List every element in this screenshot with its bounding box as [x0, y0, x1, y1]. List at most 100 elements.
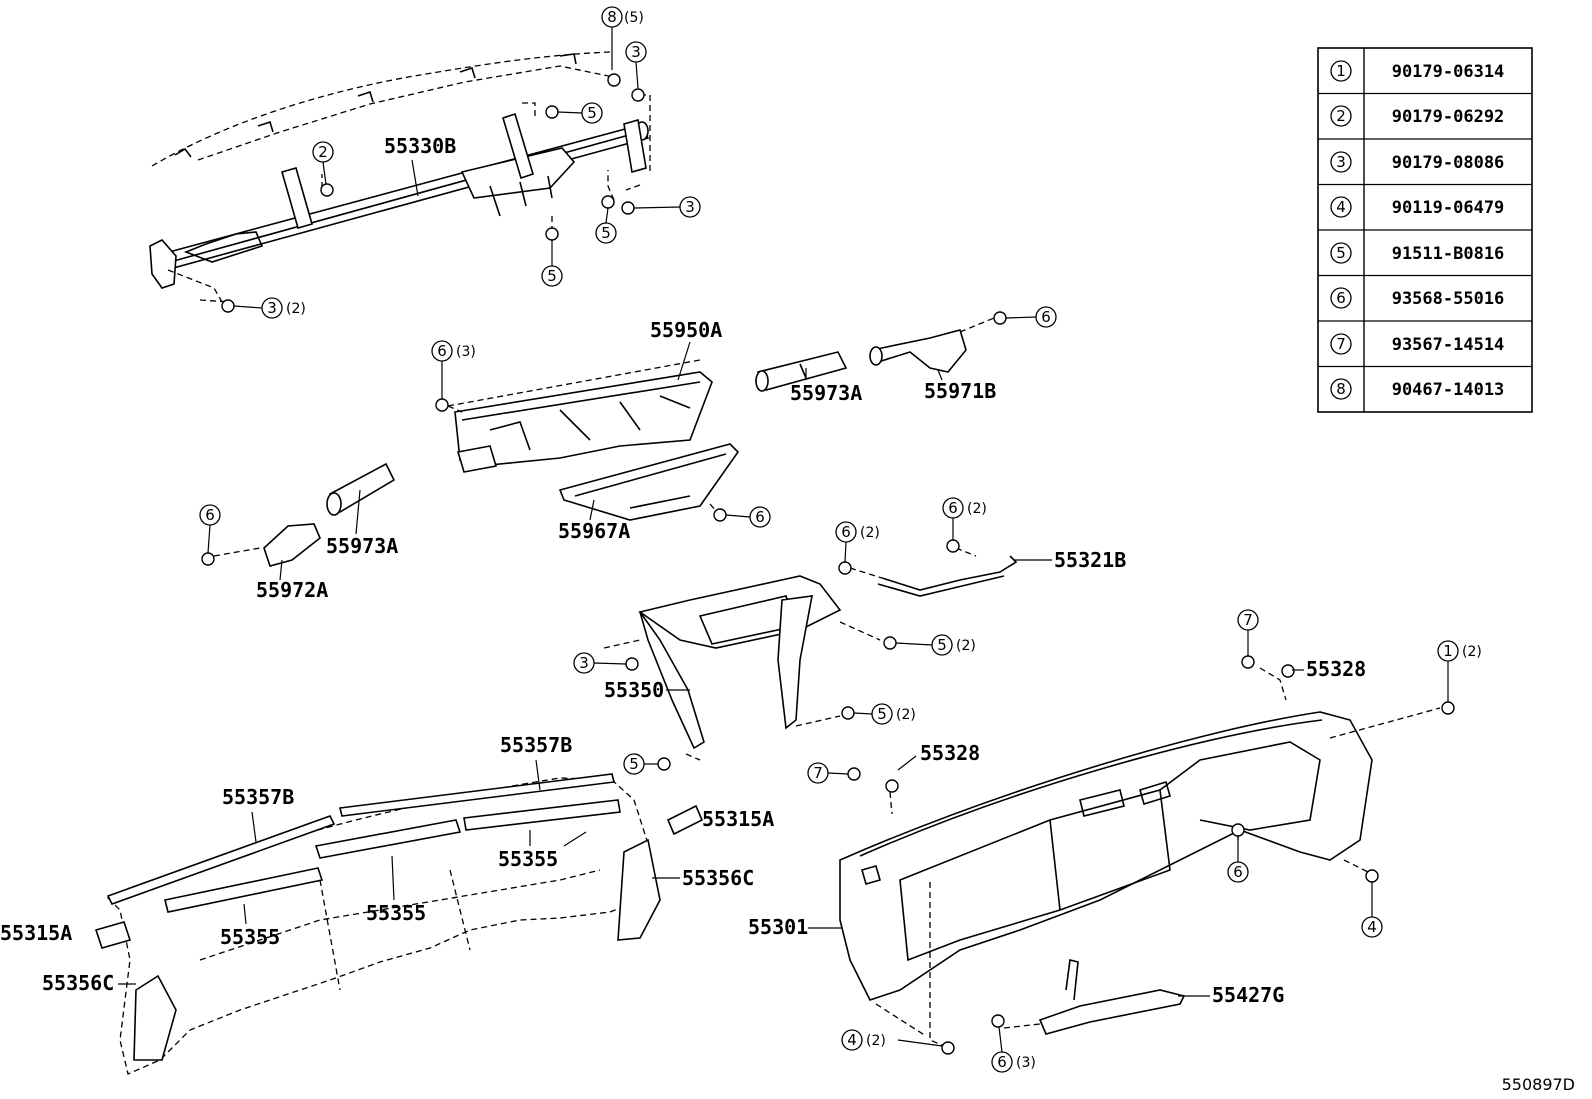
table-row-num: 7 — [1336, 335, 1346, 353]
part-label-55328-mid: 55328 — [920, 741, 980, 765]
callout-qty: (5) — [624, 10, 644, 26]
table-row-num: 8 — [1336, 380, 1346, 398]
part-label-55973a-top: 55973A — [790, 381, 862, 405]
callout-num: 3 — [685, 198, 695, 216]
callout-num: 7 — [1243, 611, 1253, 629]
center-bracket-drawing — [603, 539, 1018, 771]
callout-num: 4 — [1367, 918, 1377, 936]
table-row: 2 90179-06292 — [1330, 105, 1505, 127]
callout: 4 (2) — [841, 1029, 943, 1051]
callout: 6 (3) — [431, 340, 476, 399]
callout: 6 (2) — [942, 497, 987, 540]
part-label-55356c-right: 55356C — [682, 866, 754, 890]
callout-num: 8 — [607, 8, 617, 26]
callout-num: 6 — [205, 506, 215, 524]
callout-num: 6 — [841, 523, 851, 541]
part-label-55315a-left: 55315A — [0, 921, 72, 945]
part-labels: 55330B 55950A 55973A 55971B 55973A 55972… — [0, 134, 1366, 1007]
callout: 6 — [725, 506, 771, 528]
callout-qty: (2) — [1462, 644, 1482, 660]
callout-qty: (2) — [860, 525, 880, 541]
part-label-55355-left: 55355 — [220, 925, 280, 949]
table-row-part: 91511-B0816 — [1392, 244, 1505, 264]
table-row: 7 93567-14514 — [1330, 333, 1505, 355]
callout-num: 3 — [631, 43, 641, 61]
callout-qty: (3) — [1016, 1055, 1036, 1071]
callout-num: 3 — [267, 299, 277, 317]
callout-qty: (2) — [866, 1033, 886, 1049]
callout-num: 6 — [755, 508, 765, 526]
callout: 2 — [312, 141, 334, 185]
callout-num: 2 — [318, 143, 328, 161]
callout-num: 6 — [997, 1053, 1007, 1071]
callout-num: 5 — [877, 705, 887, 723]
callout-qty: (2) — [967, 501, 987, 517]
callout: 7 — [1237, 609, 1259, 656]
part-label-55973a-left: 55973A — [326, 534, 398, 558]
callout-num: 5 — [587, 104, 597, 122]
part-label-55427g: 55427G — [1212, 983, 1284, 1007]
callout-num: 5 — [937, 636, 947, 654]
callout: 6 (3) — [991, 1026, 1036, 1073]
table-row: 1 90179-06314 — [1330, 60, 1505, 82]
callout-num: 7 — [813, 764, 823, 782]
callout-num: 6 — [1041, 308, 1051, 326]
reinforcement-beam-drawing — [149, 51, 651, 313]
part-label-55967a: 55967A — [558, 519, 630, 543]
instrument-panel-drawing — [839, 655, 1455, 1055]
callout: 6 — [1005, 306, 1057, 328]
callout: 3 — [633, 196, 701, 218]
callout: 3 — [573, 652, 627, 674]
callout-qty: (3) — [456, 344, 476, 360]
table-row-num: 3 — [1336, 153, 1346, 171]
part-label-55321b: 55321B — [1054, 548, 1126, 572]
table-row-part: 90119-06479 — [1392, 198, 1505, 218]
part-label-55355-mid: 55355 — [498, 847, 558, 871]
callout: 3 — [625, 41, 647, 89]
table-row-num: 2 — [1336, 107, 1346, 125]
callout-num: 4 — [847, 1031, 857, 1049]
part-label-55330b: 55330B — [384, 134, 456, 158]
callout: 5 — [595, 207, 617, 244]
air-duct-drawing — [201, 311, 1007, 567]
table-row: 6 93568-55016 — [1330, 287, 1504, 309]
part-label-55356c-left: 55356C — [42, 971, 114, 995]
part-label-55950a: 55950A — [650, 318, 722, 342]
table-row-num: 5 — [1336, 244, 1346, 262]
callout-num: 6 — [1233, 863, 1243, 881]
part-label-55357b-right: 55357B — [500, 733, 572, 757]
table-row-part: 93567-14514 — [1392, 335, 1505, 355]
callout-num: 1 — [1443, 642, 1453, 660]
table-row-num: 1 — [1336, 62, 1346, 80]
table-row-num: 4 — [1336, 198, 1346, 216]
table-row: 8 90467-14013 — [1330, 378, 1504, 400]
callout: 8 (5) — [601, 6, 644, 70]
callout: 5 (2) — [895, 634, 976, 656]
table-row: 4 90119-06479 — [1330, 196, 1505, 218]
callout-qty: (2) — [896, 707, 916, 723]
callout: 5 — [623, 753, 658, 775]
callout: 1 (2) — [1437, 640, 1482, 702]
callouts: 8 (5) 3 5 2 3 5 — [199, 6, 1482, 1073]
callout-qty: (2) — [286, 301, 306, 317]
part-label-55315a-right: 55315A — [702, 807, 774, 831]
callout: 5 — [541, 240, 563, 287]
table-row: 3 90179-08086 — [1330, 151, 1504, 173]
dash-panel-outline-drawing — [94, 773, 704, 1075]
callout-num: 6 — [437, 342, 447, 360]
callout-num: 5 — [601, 224, 611, 242]
table-row-part: 90179-06314 — [1392, 62, 1505, 82]
callout: 5 — [557, 102, 603, 124]
fastener-table: 1 90179-06314 2 90179-06292 3 90179-0808… — [1317, 47, 1533, 413]
callout: 6 (2) — [835, 521, 880, 563]
part-label-55301: 55301 — [748, 915, 808, 939]
callout-num: 5 — [547, 267, 557, 285]
table-row-num: 6 — [1336, 289, 1346, 307]
part-label-55350: 55350 — [604, 678, 664, 702]
callout: 6 — [1227, 836, 1249, 883]
part-label-55972a: 55972A — [256, 578, 328, 602]
table-row-part: 90179-06292 — [1392, 107, 1505, 127]
callout: 6 — [199, 504, 221, 554]
part-label-55357b-left: 55357B — [222, 785, 294, 809]
